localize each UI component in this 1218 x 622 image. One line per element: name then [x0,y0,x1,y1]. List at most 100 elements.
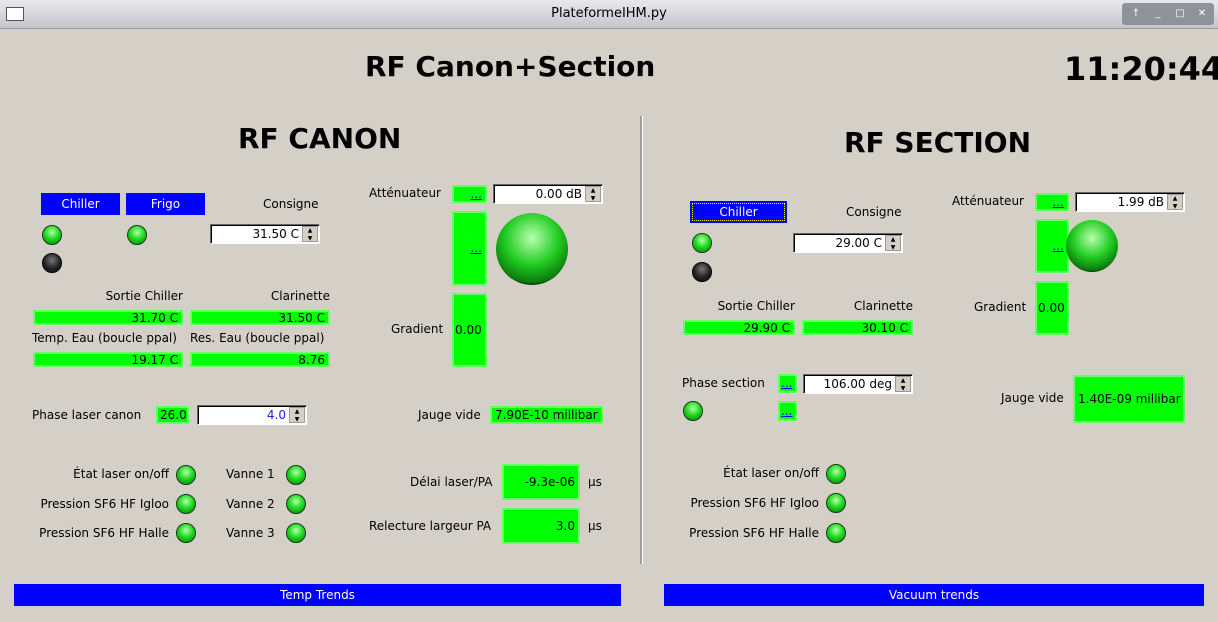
section-consigne-spinbox[interactable]: 29.00 C▲▼ [793,233,903,253]
section-phase-link[interactable]: ... [781,376,793,390]
canon-attenuateur-label: Atténuateur [369,186,441,200]
spin-arrows-icon[interactable]: ▲▼ [289,407,305,423]
canon-igloo-label: Pression SF6 HF Igloo [40,497,169,511]
window-icon [6,7,24,21]
canon-vanne3-led [286,523,306,543]
window-controls [1122,3,1214,25]
section-title: RF SECTION [844,126,1032,159]
section-gradient-value: 0.00 [1035,281,1069,335]
section-power-link[interactable]: ... [1052,239,1064,253]
canon-frigo-led [127,225,147,245]
canon-attenuateur-link[interactable]: ... [470,187,482,201]
section-jauge-value: 1.40E-09 millibar [1073,375,1185,423]
canon-vanne2-led [286,494,306,514]
canon-power-readback: ... [452,211,487,286]
section-phase-spinbox[interactable]: 106.00 deg▲▼ [803,374,913,394]
minimize-icon[interactable]: _ [1155,8,1161,19]
section-etat-laser-label: État laser on/off [723,466,819,480]
section-attenuateur-spinbox[interactable]: 1.99 dB▲▼ [1075,192,1185,212]
section-halle-led [826,523,846,543]
spin-arrows-icon[interactable]: ▲▼ [585,186,601,202]
page-title: RF Canon+Section [365,50,656,83]
canon-vanne2-label: Vanne 2 [226,497,275,511]
canon-clarinette-label: Clarinette [270,289,330,303]
section-igloo-label: Pression SF6 HF Igloo [690,496,819,510]
section-consigne-label: Consigne [846,205,902,219]
canon-sortie-chiller-label: Sortie Chiller [105,289,183,303]
canon-res-eau-label: Res. Eau (boucle ppal) [190,331,325,345]
section-sortie-chiller-value: 29.90 C [683,320,795,335]
canon-attenuateur-spinbox[interactable]: 0.00 dB▲▼ [493,184,603,204]
panel-divider [640,116,643,564]
title-bar: PlateformeIHM.py ↑ _ □ ✕ [0,0,1218,29]
temp-trends-button[interactable]: Temp Trends [14,584,621,606]
maximize-icon[interactable]: □ [1175,8,1185,19]
section-chiller-fault-led [692,262,712,282]
canon-etat-laser-led [176,465,196,485]
section-jauge-label: Jauge vide [1001,391,1064,405]
clock: 11:20:44 [1064,50,1218,88]
canon-relecture-unit: µs [588,519,602,533]
section-gradient-label: Gradient [974,300,1027,314]
canon-phase-spinbox[interactable]: 4.0▲▼ [197,405,307,425]
canon-res-eau-value: 8.76 [190,352,330,367]
canon-halle-label: Pression SF6 HF Halle [39,526,169,540]
section-phase-led [683,401,703,421]
canon-clarinette-value: 31.50 C [190,310,330,325]
section-phase-label: Phase section [682,376,765,390]
canon-attenuateur-value: 0.00 dB [535,187,582,201]
canon-phase-value: 26.0 [156,406,189,424]
canon-temp-eau-label: Temp. Eau (boucle ppal) [32,331,177,345]
canon-chiller-button[interactable]: Chiller [41,193,120,215]
section-attenuateur-link[interactable]: ... [1052,195,1064,209]
section-rf-status-led [1066,220,1118,272]
canon-delai-label: Délai laser/PA [410,475,493,489]
canon-chiller-fault-led [42,253,62,273]
canon-consigne-value: 31.50 C [252,227,299,241]
canon-igloo-led [176,494,196,514]
canon-etat-laser-label: État laser on/off [73,467,169,481]
canon-temp-eau-value: 19.17 C [33,352,183,367]
section-consigne-value: 29.00 C [835,236,882,250]
canon-delai-unit: µs [588,475,602,489]
canon-consigne-label: Consigne [263,197,319,211]
canon-title: RF CANON [238,122,402,155]
canon-attenuateur-readback: ... [452,185,487,203]
canon-gradient-value: 0.00 [452,293,487,367]
canon-vanne3-label: Vanne 3 [226,526,275,540]
vacuum-trends-button[interactable]: Vacuum trends [664,584,1204,606]
close-icon[interactable]: ✕ [1197,8,1207,19]
shade-icon[interactable]: ↑ [1131,8,1141,19]
canon-relecture-value: 3.0 [502,508,580,544]
section-etat-laser-led [826,464,846,484]
section-chiller-button[interactable]: Chiller [690,201,787,223]
window-title: PlateformeIHM.py [551,6,667,21]
spin-arrows-icon[interactable]: ▲▼ [895,376,911,392]
canon-frigo-button[interactable]: Frigo [126,193,205,215]
canon-sortie-chiller-value: 31.70 C [33,310,183,325]
canon-power-link[interactable]: ... [470,241,482,255]
section-sortie-chiller-label: Sortie Chiller [717,299,795,313]
section-halle-label: Pression SF6 HF Halle [689,526,819,540]
canon-phase-setpoint: 4.0 [266,408,286,422]
canon-gradient-label: Gradient [391,322,444,336]
section-attenuateur-label: Atténuateur [952,194,1024,208]
spin-arrows-icon[interactable]: ▲▼ [302,226,318,242]
section-phase-value: 106.00 deg [823,377,892,391]
canon-delai-value: -9.3e-06 [502,464,580,500]
section-clarinette-label: Clarinette [853,299,913,313]
section-attenuateur-readback: ... [1035,193,1069,211]
canon-consigne-spinbox[interactable]: 31.50 C▲▼ [210,224,320,244]
section-phase-link-2[interactable]: ... [781,404,793,418]
section-phase-readback: ... [778,374,797,393]
canon-rf-status-led [496,213,568,285]
canon-jauge-label: Jauge vide [418,408,481,422]
section-power-readback: ... [1035,219,1069,273]
canon-halle-led [176,523,196,543]
section-phase-readback-2: ... [778,401,797,421]
canon-vanne1-led [286,465,306,485]
spin-arrows-icon[interactable]: ▲▼ [885,235,901,251]
section-clarinette-value: 30.10 C [802,320,913,335]
section-attenuateur-value: 1.99 dB [1117,195,1164,209]
spin-arrows-icon[interactable]: ▲▼ [1167,194,1183,210]
